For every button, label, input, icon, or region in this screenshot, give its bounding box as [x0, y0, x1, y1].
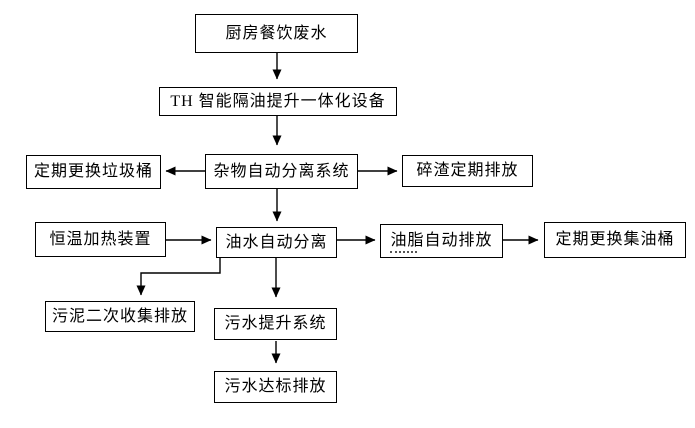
node-label: 厨房餐饮废水 — [225, 24, 328, 42]
node-label: TH 智能隔油提升一体化设备 — [170, 92, 386, 110]
node-label: 恒温加热装置 — [49, 230, 152, 248]
node-th-integrated-device: TH 智能隔油提升一体化设备 — [159, 87, 397, 116]
node-replace-oil-barrel: 定期更换集油桶 — [544, 222, 686, 258]
node-label: 定期更换集油桶 — [555, 231, 675, 248]
node-label: 碎渣定期排放 — [416, 162, 519, 179]
node-label: 油水自动分离 — [225, 233, 328, 251]
arrow-oilwater-to-sludge — [136, 258, 221, 296]
node-label: 油脂自动排放 — [390, 232, 493, 249]
node-kitchen-wastewater: 厨房餐饮废水 — [195, 14, 358, 53]
node-sewage-standard-discharge: 污水达标排放 — [214, 371, 337, 403]
node-label: 定期更换垃圾桶 — [33, 163, 153, 180]
spellcheck-dots — [390, 251, 417, 253]
node-label: 污泥二次收集排放 — [51, 307, 188, 325]
node-debris-auto-separation: 杂物自动分离系统 — [205, 154, 358, 189]
node-sewage-lift-system: 污水提升系统 — [214, 308, 337, 340]
node-grease-auto-discharge: 油脂自动排放 — [380, 224, 503, 258]
node-label: 污水提升系统 — [224, 315, 327, 332]
node-label: 杂物自动分离系统 — [213, 162, 350, 180]
node-oil-water-auto-separation: 油水自动分离 — [216, 227, 337, 258]
node-replace-trash-bin: 定期更换垃圾桶 — [26, 155, 161, 189]
node-constant-temp-heater: 恒温加热装置 — [35, 222, 166, 257]
node-label: 污水达标排放 — [224, 378, 327, 395]
node-sludge-secondary-collection: 污泥二次收集排放 — [45, 301, 195, 332]
node-residue-periodic-discharge: 碎渣定期排放 — [402, 155, 533, 187]
